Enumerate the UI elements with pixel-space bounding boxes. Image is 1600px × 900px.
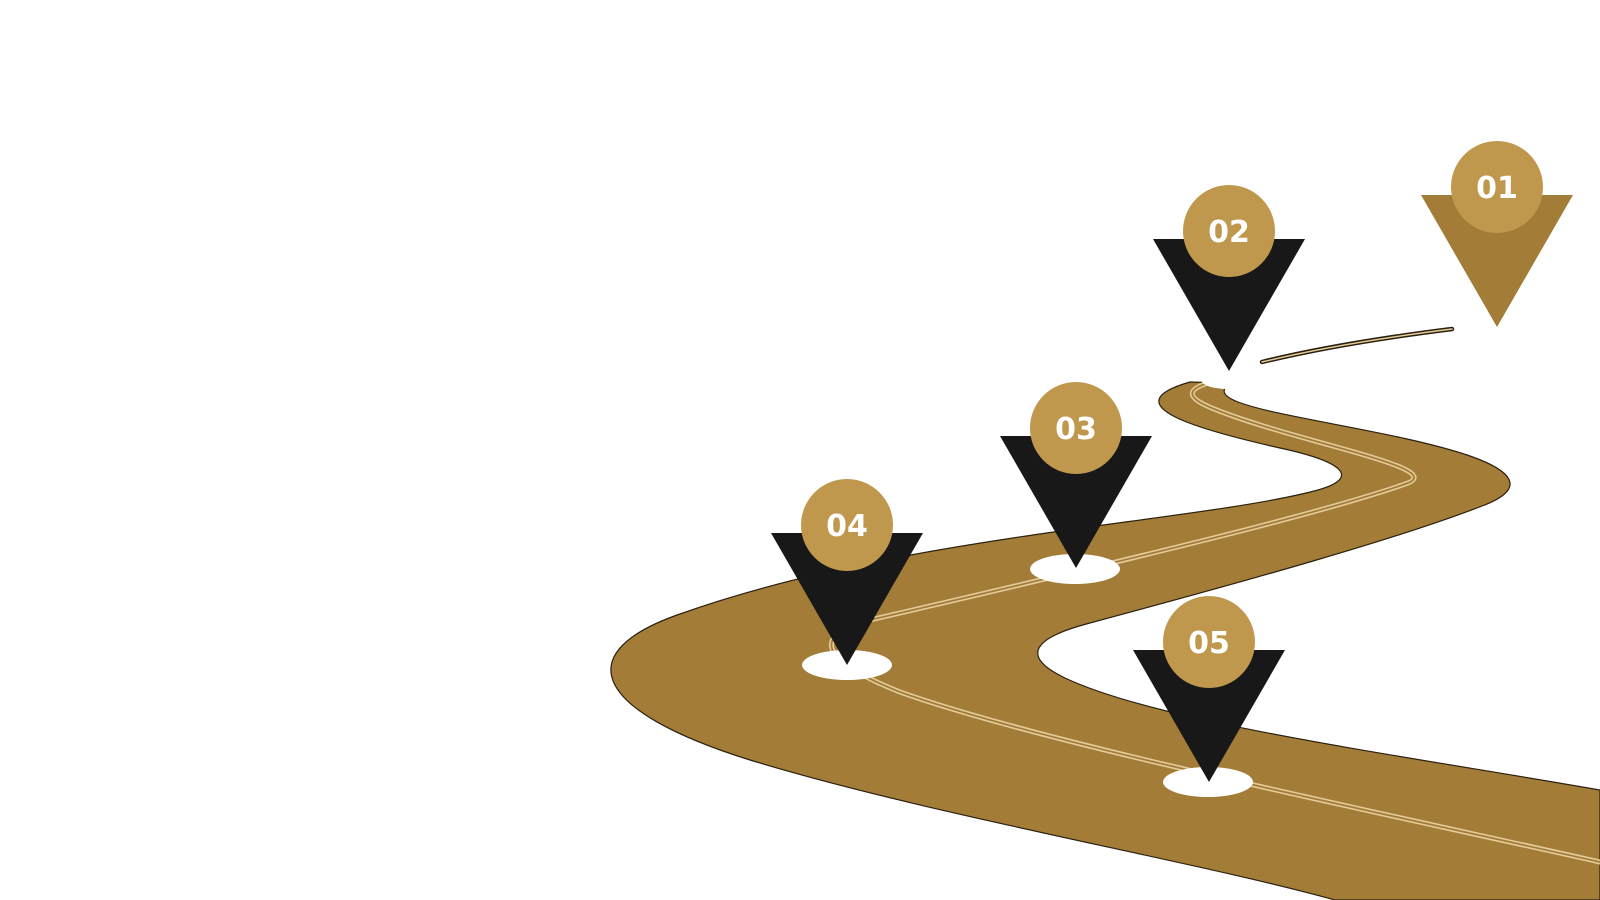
marker-02 <box>1202 373 1254 389</box>
marker-05 <box>1163 767 1253 797</box>
pin-label-05: 05 <box>1188 626 1230 661</box>
pin-badge-04 <box>801 479 893 571</box>
pin-label-01: 01 <box>1476 171 1518 206</box>
distant-road-line <box>1259 326 1455 365</box>
pin-label-03: 03 <box>1055 412 1097 447</box>
pin-pointer-05 <box>1133 650 1285 782</box>
marker-03 <box>1030 554 1120 584</box>
pin-badge-05 <box>1163 596 1255 688</box>
pin-pointer-01 <box>1421 195 1573 327</box>
milestone-pin-02: 02 <box>1153 185 1305 371</box>
pin-badge-01 <box>1451 141 1543 233</box>
milestone-pin-03: 03 <box>1000 382 1152 568</box>
distant-road-segment <box>1259 326 1455 365</box>
milestone-pin-05: 05 <box>1133 596 1285 782</box>
pin-badge-03 <box>1030 382 1122 474</box>
pin-pointer-04 <box>771 533 923 665</box>
milestone-pin-04: 04 <box>771 479 923 665</box>
road-lane <box>828 381 1600 865</box>
pin-pointer-02 <box>1153 239 1305 371</box>
pin-badge-02 <box>1183 185 1275 277</box>
distant-road-lane <box>1261 328 1453 363</box>
pin-label-04: 04 <box>826 509 868 544</box>
pin-label-02: 02 <box>1208 215 1250 250</box>
road-lane-inner <box>830 383 1600 863</box>
milestone-pins: 01 02 03 04 05 <box>771 141 1573 782</box>
pin-pointer-03 <box>1000 436 1152 568</box>
milestone-pin-01: 01 <box>1421 141 1573 327</box>
